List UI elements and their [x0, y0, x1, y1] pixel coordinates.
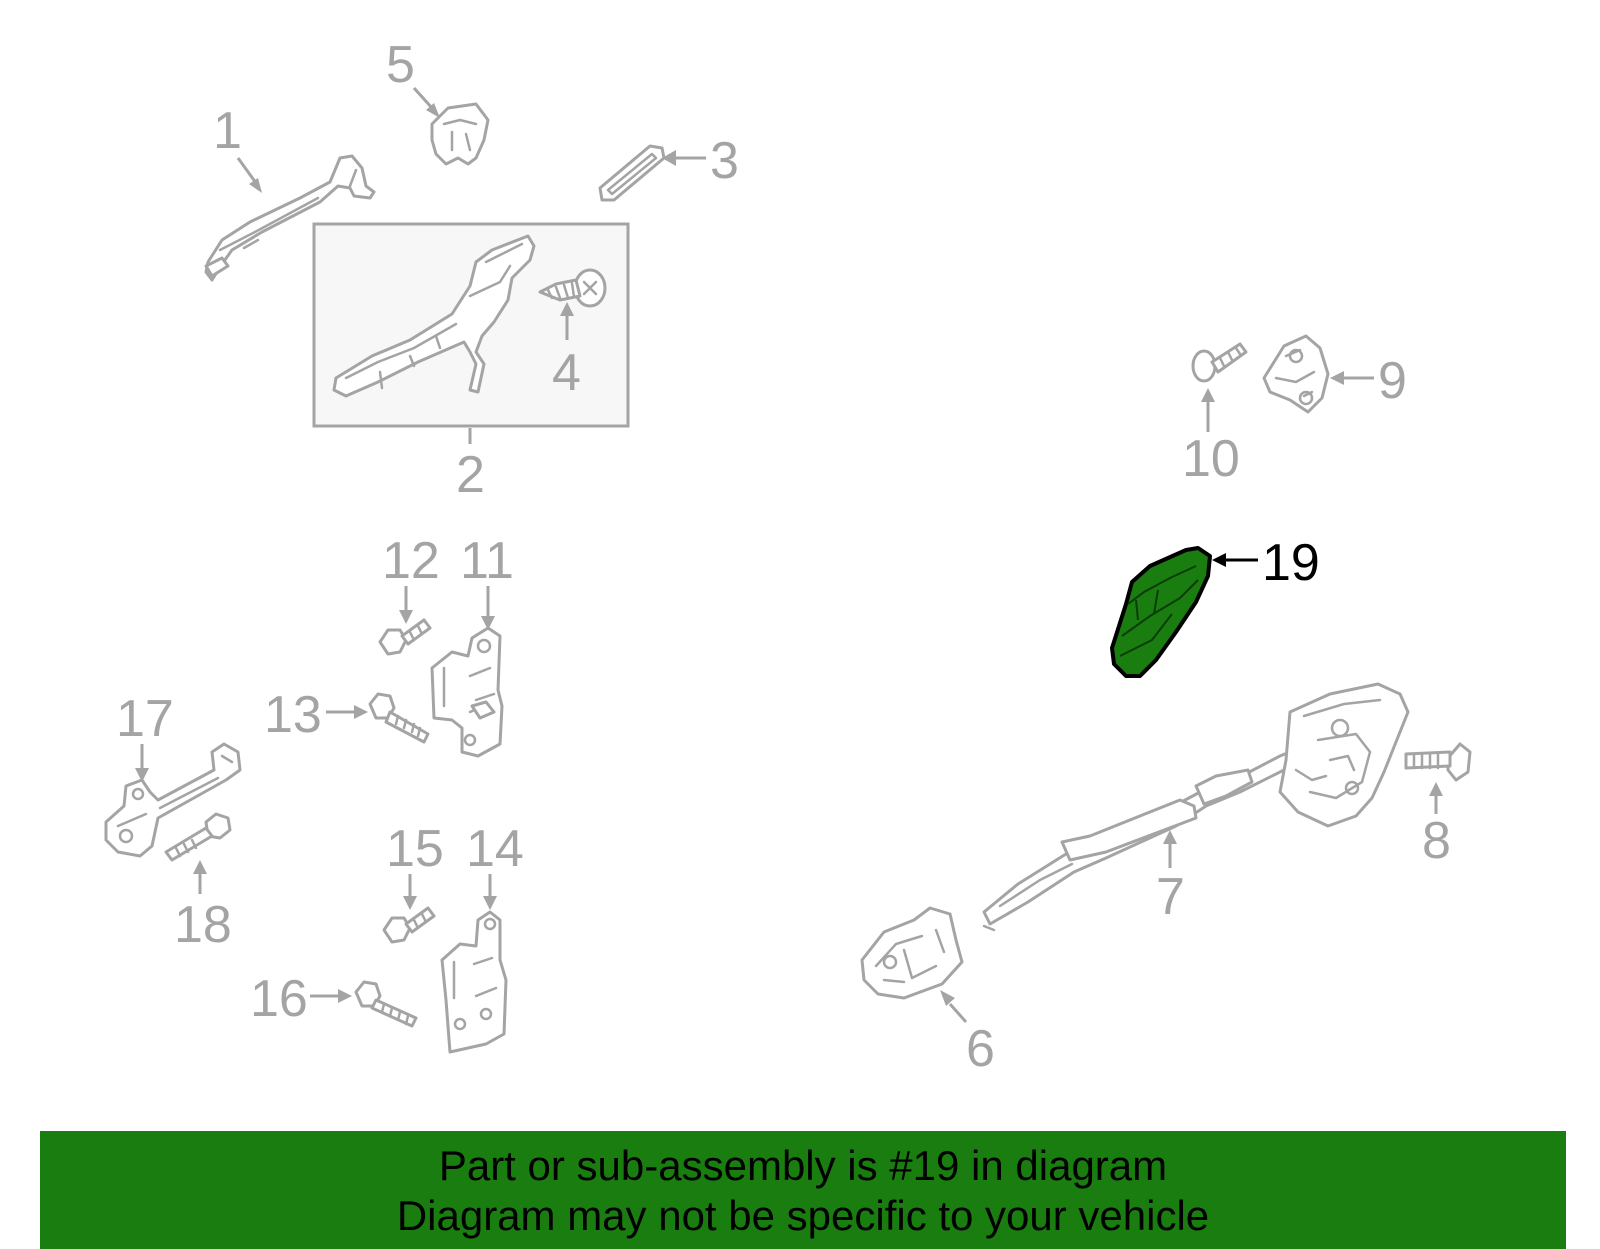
callout-1: 1	[213, 102, 262, 193]
part-6-inside-handle[interactable]	[860, 906, 964, 1000]
svg-text:1: 1	[213, 102, 242, 160]
svg-text:4: 4	[552, 344, 581, 402]
svg-text:9: 9	[1378, 352, 1407, 410]
callout-17: 17	[116, 690, 174, 782]
svg-text:15: 15	[386, 820, 444, 878]
svg-text:2: 2	[456, 446, 485, 504]
part-8-bolt[interactable]	[1404, 742, 1472, 782]
callout-16: 16	[250, 970, 352, 1028]
svg-text:11: 11	[460, 532, 514, 590]
callout-5: 5	[386, 36, 440, 118]
callout-11: 11	[460, 532, 514, 630]
svg-text:10: 10	[1182, 430, 1240, 488]
notice-line-1: Part or sub-assembly is #19 in diagram	[438, 1142, 1168, 1189]
svg-text:3: 3	[710, 132, 739, 190]
svg-text:5: 5	[386, 36, 415, 94]
svg-text:6: 6	[966, 1020, 995, 1078]
part-11-hinge[interactable]	[430, 626, 504, 758]
svg-text:19: 19	[1262, 534, 1320, 592]
callout-8: 8	[1422, 782, 1451, 870]
callout-6: 6	[940, 990, 995, 1078]
part-14-hinge[interactable]	[440, 910, 508, 1054]
part-3-gasket[interactable]	[598, 144, 666, 202]
part-7-lock-assembly[interactable]	[982, 682, 1410, 932]
svg-text:14: 14	[466, 820, 524, 878]
svg-text:18: 18	[174, 896, 232, 954]
part-15-bolt[interactable]	[382, 906, 436, 944]
notice-line-2: Diagram may not be specific to your vehi…	[396, 1192, 1210, 1239]
part-10-bolt[interactable]	[1191, 342, 1248, 383]
svg-text:8: 8	[1422, 812, 1451, 870]
callout-14: 14	[466, 820, 524, 910]
part-5-handle-cap[interactable]	[430, 102, 490, 166]
svg-text:13: 13	[264, 686, 322, 744]
part-19-highlighted[interactable]	[1110, 546, 1212, 678]
callout-2: 2	[456, 428, 485, 504]
part-1-outside-handle[interactable]	[204, 154, 376, 282]
callout-13: 13	[264, 686, 368, 744]
notice-banner: Part or sub-assembly is #19 in diagram D…	[40, 1131, 1566, 1249]
part-2-subassembly-box[interactable]	[312, 222, 630, 428]
callout-3: 3	[662, 132, 739, 190]
part-13-bolt[interactable]	[368, 692, 430, 744]
callout-12: 12	[382, 532, 440, 624]
callout-9: 9	[1330, 352, 1407, 410]
part-12-bolt[interactable]	[378, 618, 432, 656]
svg-text:12: 12	[382, 532, 440, 590]
svg-text:16: 16	[250, 970, 308, 1028]
part-18-bolt[interactable]	[164, 812, 232, 862]
callout-15: 15	[386, 820, 444, 910]
callout-10: 10	[1182, 388, 1240, 488]
part-16-bolt[interactable]	[354, 980, 418, 1028]
svg-text:7: 7	[1156, 868, 1185, 926]
svg-text:17: 17	[116, 690, 174, 748]
callout-4: 4	[552, 302, 581, 402]
part-4-screw[interactable]	[538, 268, 607, 308]
part-9-striker[interactable]	[1262, 334, 1330, 414]
part-17-check-arm[interactable]	[104, 742, 242, 858]
callout-18: 18	[174, 860, 232, 954]
callout-19: 19	[1212, 534, 1320, 592]
callout-7: 7	[1156, 830, 1185, 926]
